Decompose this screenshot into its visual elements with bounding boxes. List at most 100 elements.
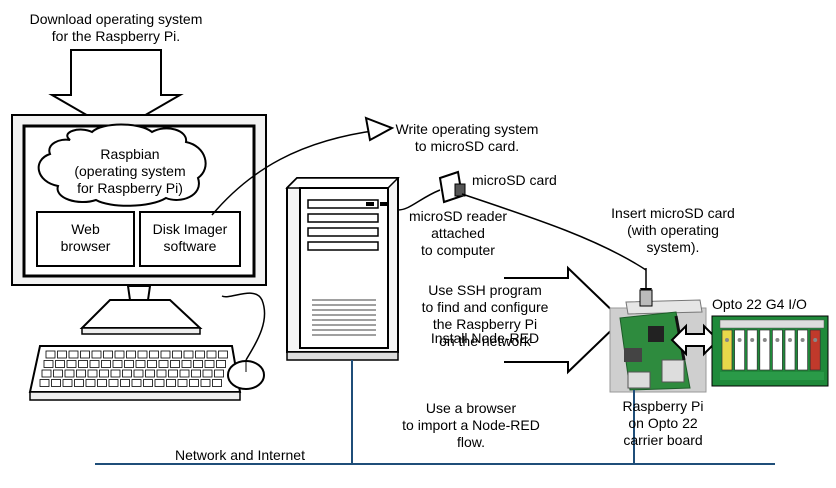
label-web-browser: Web browser (60, 221, 111, 254)
insert-card-path (461, 193, 647, 271)
keyboard-key (216, 360, 226, 368)
keyboard-key (43, 360, 54, 368)
keyboard-key (39, 379, 50, 387)
keyboard-key (168, 369, 178, 378)
download-arrow (48, 49, 184, 134)
microsd-reader (438, 170, 466, 204)
keyboard-key (147, 360, 157, 368)
label-opto-io: Opto 22 G4 I/O (712, 296, 807, 312)
keyboard-key (179, 369, 190, 378)
keyboard-key (74, 379, 84, 387)
io-module (772, 329, 783, 371)
keyboard-key (195, 350, 205, 359)
keyboard-key (114, 350, 125, 359)
mouse (227, 360, 265, 390)
keyboard-key (41, 369, 52, 378)
write-os-arrow (211, 129, 381, 216)
label-browser-import: Use a browser to import a Node-RED flow. (402, 400, 540, 450)
keyboard-key (135, 360, 146, 368)
keyboard-key (206, 350, 217, 359)
keyboard-key (53, 369, 63, 378)
label-microsd-card: microSD card (472, 172, 557, 188)
keyboard-key (202, 369, 213, 378)
keyboard-key (51, 379, 61, 387)
keyboard-key (108, 379, 119, 387)
keyboard-key (204, 360, 215, 368)
keyboard-key (103, 350, 113, 359)
io-module (809, 329, 821, 371)
keyboard-key (149, 350, 159, 359)
io-module (784, 329, 796, 371)
io-module (759, 329, 771, 371)
label-microsd-reader: microSD reader attached to computer (408, 208, 508, 258)
keyboard-key (64, 369, 75, 378)
disk-imager-box (139, 211, 241, 267)
keyboard-key (101, 360, 111, 368)
keyboard-key (66, 360, 77, 368)
io-module-led (737, 338, 742, 342)
keyboard-key (177, 379, 188, 387)
keyboard-key (191, 369, 201, 378)
keyboard-key (156, 369, 167, 378)
keyboard-key (57, 350, 67, 359)
web-browser-box (36, 211, 135, 267)
keyboard-key (193, 360, 203, 368)
keyboard-key (68, 350, 79, 359)
keyboard-key (78, 360, 88, 368)
keyboard-key (170, 360, 180, 368)
keyboard-key (120, 379, 130, 387)
keyboard-key (76, 369, 86, 378)
io-module-led (725, 338, 729, 342)
keyboard-key (55, 360, 65, 368)
mouse-cable (221, 292, 266, 361)
label-raspberry-pi-carrier: Raspberry Pi on Opto 22 carrier board (622, 398, 704, 448)
io-module (797, 329, 808, 371)
keyboard-key (124, 360, 134, 368)
io-module-led (813, 338, 818, 342)
keyboard-key (181, 360, 192, 368)
label-insert-card: Insert microSD card (with operating syst… (611, 205, 735, 255)
io-module-led (775, 338, 780, 342)
reader-cable (397, 189, 441, 211)
keyboard-key (212, 379, 222, 387)
keyboard-key (110, 369, 121, 378)
raspbian-cloud (37, 123, 207, 207)
keyboard-key (133, 369, 144, 378)
keyboard-key (112, 360, 123, 368)
keyboard-key (172, 350, 182, 359)
keyboard-key (137, 350, 148, 359)
io-module-led (750, 338, 755, 342)
label-disk-imager: Disk Imager software (152, 221, 228, 254)
keyboard-key (85, 379, 96, 387)
keyboard-key (158, 360, 169, 368)
keyboard-key (131, 379, 142, 387)
label-install-node-red: Install Node-RED (430, 330, 540, 346)
io-module (721, 329, 733, 371)
keyboard-key (200, 379, 211, 387)
keyboard-key (45, 350, 56, 359)
keyboard-key (189, 379, 199, 387)
keyboard-key (143, 379, 153, 387)
keyboard-key (160, 350, 171, 359)
io-module (746, 329, 758, 371)
keyboard-key (154, 379, 165, 387)
keyboard-key (218, 350, 228, 359)
keyboard-key (91, 350, 102, 359)
keyboard-key (126, 350, 136, 359)
keyboard-key (62, 379, 73, 387)
write-os-arrowhead (364, 116, 395, 142)
keyboard-key (87, 369, 98, 378)
keyboard-key (122, 369, 132, 378)
label-raspbian: Raspbian (operating system for Raspberry… (74, 146, 186, 196)
keyboard-key (214, 369, 224, 378)
keyboard-key (145, 369, 155, 378)
keyboard-key (89, 360, 100, 368)
keyboard-key (183, 350, 194, 359)
io-rack (711, 315, 829, 387)
label-write-os: Write operating system to microSD card. (395, 121, 539, 154)
keyboard-key (166, 379, 176, 387)
io-module (734, 329, 745, 371)
label-ssh-program: Use SSH program to find and configure th… (421, 282, 549, 349)
